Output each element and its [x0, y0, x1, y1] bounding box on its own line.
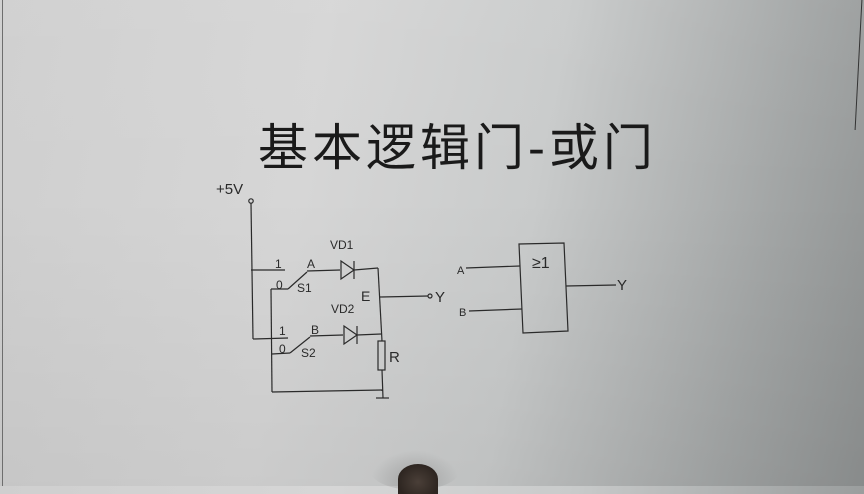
svg-text:0: 0: [276, 278, 283, 292]
gate-input-a-label: A: [457, 265, 465, 277]
svg-text:0: 0: [279, 342, 286, 356]
switch-s1: 1 0 S1 A: [271, 257, 341, 295]
svg-text:A: A: [307, 257, 315, 271]
svg-text:1: 1: [279, 324, 286, 338]
output-terminal: [427, 293, 433, 299]
supply-label: +5V: [216, 181, 243, 198]
svg-text:VD1: VD1: [330, 238, 354, 252]
page-title: 基本逻辑门-或门: [258, 119, 657, 177]
node-e-label: E: [361, 288, 370, 304]
gate-body: [518, 242, 569, 334]
gate-symbol-label: ≥1: [532, 255, 550, 272]
svg-text:VD2: VD2: [331, 302, 355, 316]
paper-edge-left: [2, 0, 3, 486]
gate-input-b-label: B: [459, 307, 466, 319]
or-gate-symbol: ≥1 A B Y: [457, 242, 627, 334]
presenter-hand: [398, 464, 438, 494]
svg-text:S2: S2: [301, 346, 316, 360]
output-label: Y: [435, 289, 445, 306]
diode-vd2: VD2: [331, 302, 382, 346]
switch-s2: 1 0 S2 B: [271, 323, 344, 360]
diode-vd1: VD1: [330, 238, 379, 281]
svg-text:1: 1: [275, 257, 282, 271]
supply-terminal: [248, 198, 254, 204]
gate-output-label: Y: [617, 277, 627, 294]
resistor-r: R: [376, 340, 400, 399]
svg-text:S1: S1: [297, 281, 312, 295]
diode-or-circuit: +5V 1 0 S1 A VD1 1 0 S2 B: [216, 181, 445, 399]
svg-text:B: B: [311, 323, 319, 337]
svg-text:R: R: [389, 349, 400, 366]
